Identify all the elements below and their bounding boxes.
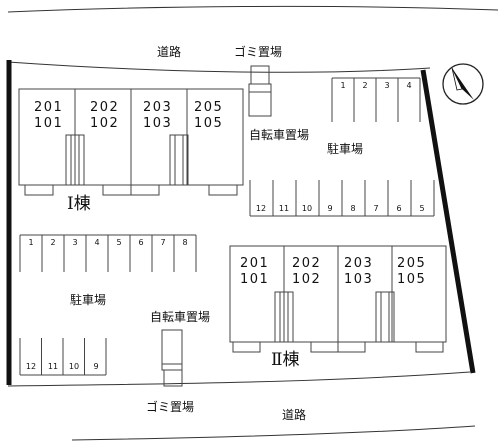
bicycle-parking-label-top: 自転車置場: [249, 128, 310, 142]
parking-space-number: 3: [72, 238, 78, 247]
garbage-area-label-top: ゴミ置場: [234, 45, 283, 59]
road-edge-bottom-lower: [71, 425, 476, 441]
building-1-unit-upper: 202: [90, 100, 120, 115]
building-1-unit-lower: 105: [194, 116, 224, 131]
building-1-unit-lower: 101: [34, 116, 64, 131]
building-2-unit-lower: 105: [397, 272, 427, 287]
parking-space-number: 2: [50, 238, 56, 247]
parking-stall-lines: [19, 77, 435, 376]
parking-space-number: 5: [419, 204, 425, 213]
parking-space-number: 12: [255, 204, 267, 213]
parking-space-number: 11: [47, 362, 59, 371]
parking-space-number: 4: [406, 81, 412, 90]
building-2-name: Ⅱ棟: [271, 350, 300, 370]
parking-space-number: 4: [94, 238, 100, 247]
bicycle-parking-label-bottom: 自転車置場: [150, 310, 211, 324]
parking-label-right: 駐車場: [327, 142, 364, 156]
parking-space-number: 1: [28, 238, 34, 247]
garbage-area-bottom-shape: [161, 329, 183, 387]
parking-label-left: 駐車場: [70, 293, 107, 307]
parking-space-number: 10: [301, 204, 313, 213]
building-2-unit-upper: 203: [344, 256, 374, 271]
parking-space-number: 7: [160, 238, 166, 247]
parking-space-number: 7: [373, 204, 379, 213]
parking-space-number: 11: [278, 204, 290, 213]
parking-space-number: 6: [396, 204, 402, 213]
building-1-unit-upper: 203: [143, 100, 173, 115]
north-compass-icon: [442, 63, 484, 105]
parking-space-number: 5: [116, 238, 122, 247]
building-2-unit-upper: 202: [292, 256, 322, 271]
road-label-top: 道路: [157, 45, 182, 59]
building-1-plan: [18, 88, 244, 196]
building-1-unit-lower: 102: [90, 116, 120, 131]
parking-space-number: 2: [362, 81, 368, 90]
road-edge-top-lower: [7, 61, 431, 73]
building-1-name: Ⅰ棟: [67, 194, 91, 214]
building-2-unit-lower: 101: [240, 272, 270, 287]
building-2-plan: [229, 245, 447, 353]
building-2-unit-upper: 205: [397, 256, 427, 271]
building-2-unit-upper: 201: [240, 256, 270, 271]
building-2-unit-lower: 102: [292, 272, 322, 287]
parking-space-number: 1: [340, 81, 346, 90]
parking-space-number: 6: [138, 238, 144, 247]
garbage-area-label-bottom: ゴミ置場: [146, 400, 195, 414]
parking-space-number: 12: [25, 362, 37, 371]
parking-space-number: 9: [93, 362, 99, 371]
parking-space-number: 3: [384, 81, 390, 90]
road-edge-bottom-upper: [7, 371, 471, 387]
building-1-unit-upper: 201: [34, 100, 64, 115]
parking-space-number: 9: [327, 204, 333, 213]
building-1-unit-lower: 103: [143, 116, 173, 131]
building-2-unit-lower: 103: [344, 272, 374, 287]
parking-space-number: 8: [182, 238, 188, 247]
boundary-right: [420, 69, 476, 374]
parking-space-number: 8: [350, 204, 356, 213]
garbage-area-top-shape: [248, 65, 272, 117]
road-label-bottom: 道路: [282, 408, 307, 422]
building-1-unit-upper: 205: [194, 100, 224, 115]
road-edge-top-upper: [7, 5, 499, 13]
parking-space-number: 10: [68, 362, 80, 371]
